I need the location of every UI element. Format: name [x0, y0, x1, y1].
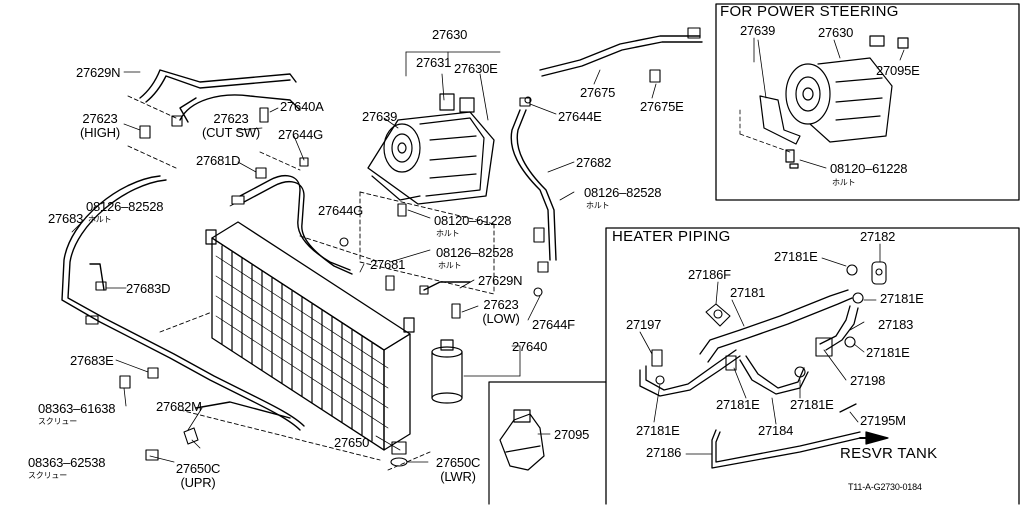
bolt-08126-left-label: 08126–82528 — [86, 199, 164, 214]
receiver-drier — [431, 339, 463, 404]
hp-part-27195m-label: 27195M — [860, 413, 906, 428]
hp-part-27181e-mid-label: 27181E — [866, 345, 910, 360]
heater-fittings — [651, 261, 887, 385]
part-27629n-label: 27629N — [76, 65, 121, 80]
part-27623-high-tag: (HIGH) — [80, 125, 120, 140]
heater-leaders — [639, 243, 881, 455]
part-27683d-label: 27683D — [126, 281, 171, 296]
ps-part-27095e-label: 27095E — [876, 63, 920, 78]
power-steering-compressor — [759, 35, 909, 169]
part-27623-low-label: 27623 (LOW) — [478, 298, 524, 326]
compressor-main — [367, 93, 495, 205]
part-27683-label: 27683 — [48, 211, 84, 226]
screw-08363-62538-label: 08363–62538 — [28, 455, 106, 470]
leader-lines — [71, 51, 657, 463]
part-27623-high-number: 27623 — [82, 111, 118, 126]
part-27650c-lwr-label: 27650C (LWR) — [428, 456, 488, 484]
part-27683e-label: 27683E — [70, 353, 114, 368]
ps-dashed — [739, 109, 791, 153]
bolt-08126-center-sub: ホルト — [438, 261, 462, 270]
bracket-inset-frame — [488, 381, 607, 505]
part-27644f-label: 27644F — [532, 317, 575, 332]
part-27675e-label: 27675E — [640, 99, 684, 114]
part-27630e-label: 27630E — [454, 61, 498, 76]
part-27623-high-label: 27623 (HIGH) — [78, 112, 122, 140]
part-27644g-top-label: 27644G — [278, 127, 324, 142]
hp-part-27198-label: 27198 — [850, 373, 886, 388]
part-27681-label: 27681 — [370, 257, 406, 272]
part-27640a-label: 27640A — [280, 99, 324, 114]
hp-part-27186-label: 27186 — [646, 445, 682, 460]
hp-part-27184-label: 27184 — [758, 423, 794, 438]
part-27631-label: 27631 — [416, 55, 452, 70]
part-27095-label: 27095 — [554, 427, 590, 442]
screw-08363-61638-sub: スクリュー — [38, 417, 77, 426]
part-27644e-label: 27644E — [558, 109, 602, 124]
part-27629n-lower-label: 27629N — [478, 273, 523, 288]
part-27623-cut-tag: (CUT SW) — [201, 125, 261, 140]
part-27650-label: 27650 — [334, 435, 370, 450]
part-27650c-upr-tag: (UPR) — [180, 475, 216, 490]
part-27640-label: 27640 — [512, 339, 548, 354]
bolt-08126-right-sub: ホルト — [586, 201, 610, 210]
heater-piping-frame — [605, 227, 1020, 505]
part-27623-cut-sw-label: 27623 (CUT SW) — [196, 112, 266, 140]
bolt-08126-center-label: 08126–82528 — [436, 245, 514, 260]
part-27681d-label: 27681D — [196, 153, 241, 168]
hp-part-27181e-left-label: 27181E — [636, 423, 680, 438]
screw-08363-62538-sub: スクリュー — [28, 471, 67, 480]
part-27650c-lwr-tag: (LWR) — [440, 469, 476, 484]
figure-code: T11-A-G2730-0184 — [848, 482, 922, 492]
hp-part-27181e-lower-b-label: 27181E — [790, 397, 834, 412]
dashed-leaders — [127, 95, 495, 471]
part-27682m-label: 27682M — [156, 399, 202, 414]
hp-part-27182-label: 27182 — [860, 229, 896, 244]
part-27644g-mid-label: 27644G — [318, 203, 364, 218]
bracket-27095 — [499, 409, 545, 471]
part-27682-label: 27682 — [576, 155, 612, 170]
screw-08363-61638-label: 08363–61638 — [38, 401, 116, 416]
hp-part-27186f-label: 27186F — [688, 267, 731, 282]
bolt-08120-label: 08120–61228 — [434, 213, 512, 228]
part-27623-low-tag: (LOW) — [482, 311, 520, 326]
hp-part-27181e-top-label: 27181E — [774, 249, 818, 264]
hp-part-27181-label: 27181 — [730, 285, 766, 300]
part-27623-cut-number: 27623 — [213, 111, 249, 126]
fittings — [85, 27, 701, 467]
hp-resvr-tank-label: RESVR TANK — [840, 445, 938, 462]
part-27650c-upr-number: 27650C — [175, 461, 221, 476]
part-27630-label: 27630 — [432, 27, 468, 42]
ps-part-27630-label: 27630 — [818, 25, 854, 40]
part-27650c-lwr-number: 27650C — [435, 455, 481, 470]
ps-part-27639-label: 27639 — [740, 23, 776, 38]
part-27650c-upr-label: 27650C (UPR) — [168, 462, 228, 490]
bolt-08126-left-sub: ホルト — [88, 215, 112, 224]
hp-part-27181e-lower-a-label: 27181E — [716, 397, 760, 412]
hp-part-27183-label: 27183 — [878, 317, 914, 332]
heater-piping-heading: HEATER PIPING — [612, 228, 731, 245]
ps-bolt-08120-sub: ホルト — [832, 178, 856, 187]
bolt-08120-sub: ホルト — [436, 229, 460, 238]
ps-bolt-08120-label: 08120–61228 — [830, 161, 908, 176]
bolt-08126-right-label: 08126–82528 — [584, 185, 662, 200]
hp-part-27181e-right-label: 27181E — [880, 291, 924, 306]
ps-leaders — [753, 37, 905, 169]
power-steering-heading: FOR POWER STEERING — [720, 3, 899, 20]
hp-part-27197-label: 27197 — [626, 317, 662, 332]
part-27675-label: 27675 — [580, 85, 616, 100]
part-27623-low-number: 27623 — [483, 297, 519, 312]
condenser — [205, 221, 415, 451]
refrigerant-lines — [61, 35, 703, 431]
heater-hoses — [639, 289, 861, 469]
part-27639-label: 27639 — [362, 109, 398, 124]
power-steering-frame — [715, 3, 1020, 201]
